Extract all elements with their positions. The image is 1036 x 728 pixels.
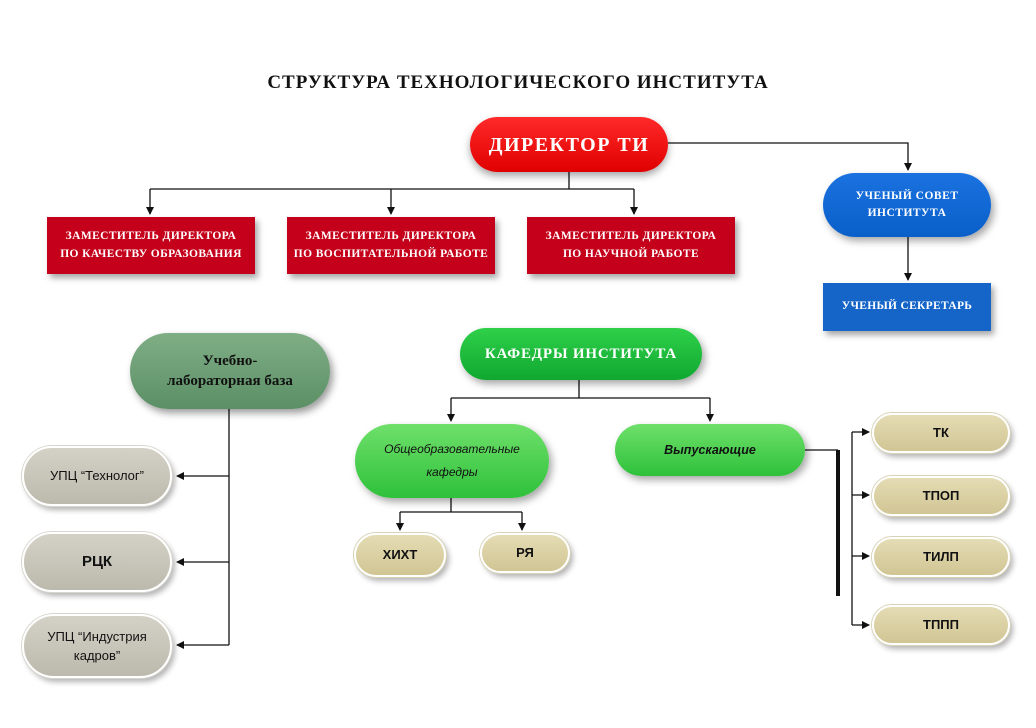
director-node[interactable]: ДИРЕКТОР ТИ: [470, 117, 668, 172]
lab-base-line1: Учебно-: [202, 352, 258, 369]
deputy-upbringing-line1: ЗАМЕСТИТЕЛЬ ДИРЕКТОРА: [305, 230, 477, 243]
lab-unit-tekhnolog[interactable]: УПЦ “Технолог”: [22, 446, 172, 506]
deputy-quality-node[interactable]: ЗАМЕСТИТЕЛЬ ДИРЕКТОРА ПО КАЧЕСТВУ ОБРАЗО…: [47, 217, 255, 274]
graduating-departments-node[interactable]: Выпускающие: [615, 424, 805, 476]
council-line2: ИНСТИТУТА: [867, 207, 947, 219]
arrow-council: [668, 142, 912, 171]
deputy-upbringing-node[interactable]: ЗАМЕСТИТЕЛЬ ДИРЕКТОРА ПО ВОСПИТАТЕЛЬНОЙ …: [287, 217, 495, 274]
council-node[interactable]: УЧЕНЫЙ СОВЕТ ИНСТИТУТА: [823, 173, 991, 237]
general-line1: Общеобразовательные: [384, 442, 520, 457]
deputy-quality-line1: ЗАМЕСТИТЕЛЬ ДИРЕКТОРА: [65, 230, 237, 243]
general-unit-khikht[interactable]: ХИХТ: [354, 533, 446, 577]
general-departments-node[interactable]: Общеобразовательные кафедры: [355, 424, 549, 498]
graduating-unit-tk[interactable]: ТК: [872, 413, 1010, 453]
deputy-upbringing-line2: ПО ВОСПИТАТЕЛЬНОЙ РАБОТЕ: [293, 247, 489, 260]
graduating-unit-tppp[interactable]: ТППП: [872, 605, 1010, 645]
lab-unit-rck-label: РЦК: [81, 552, 113, 570]
page-title: СТРУКТУРА ТЕХНОЛОГИЧЕСКОГО ИНСТИТУТА: [267, 72, 769, 93]
graduating-unit-tpop[interactable]: ТПОП: [872, 476, 1010, 516]
general-unit-rya[interactable]: РЯ: [480, 533, 570, 573]
deputy-research-node[interactable]: ЗАМЕСТИТЕЛЬ ДИРЕКТОРА ПО НАУЧНОЙ РАБОТЕ: [527, 217, 735, 274]
deputy-research-line2: ПО НАУЧНОЙ РАБОТЕ: [562, 247, 700, 260]
council-line1: УЧЕНЫЙ СОВЕТ: [855, 189, 959, 202]
lab-base-node[interactable]: Учебно- лабораторная база: [130, 333, 330, 409]
deputy-research-line1: ЗАМЕСТИТЕЛЬ ДИРЕКТОРА: [545, 230, 717, 243]
general-line2: кафедры: [426, 465, 478, 479]
lab-unit-industriya[interactable]: УПЦ “Индустрия кадров”: [22, 614, 172, 678]
departments-node[interactable]: КАФЕДРЫ ИНСТИТУТА: [460, 328, 702, 380]
lab-unit-rck[interactable]: РЦК: [22, 532, 172, 592]
secretary-node[interactable]: УЧЕНЫЙ СЕКРЕТАРЬ: [823, 283, 991, 331]
lab-unit-tekhnolog-label: УПЦ “Технолог”: [50, 468, 144, 484]
lab-unit-industriya-line2: кадров”: [73, 648, 121, 663]
lab-base-line2: лабораторная база: [167, 373, 293, 389]
deputy-quality-line2: ПО КАЧЕСТВУ ОБРАЗОВАНИЯ: [60, 247, 242, 260]
graduating-unit-tilp[interactable]: ТИЛП: [872, 537, 1010, 577]
lab-unit-industriya-line1: УПЦ “Индустрия: [47, 628, 147, 644]
